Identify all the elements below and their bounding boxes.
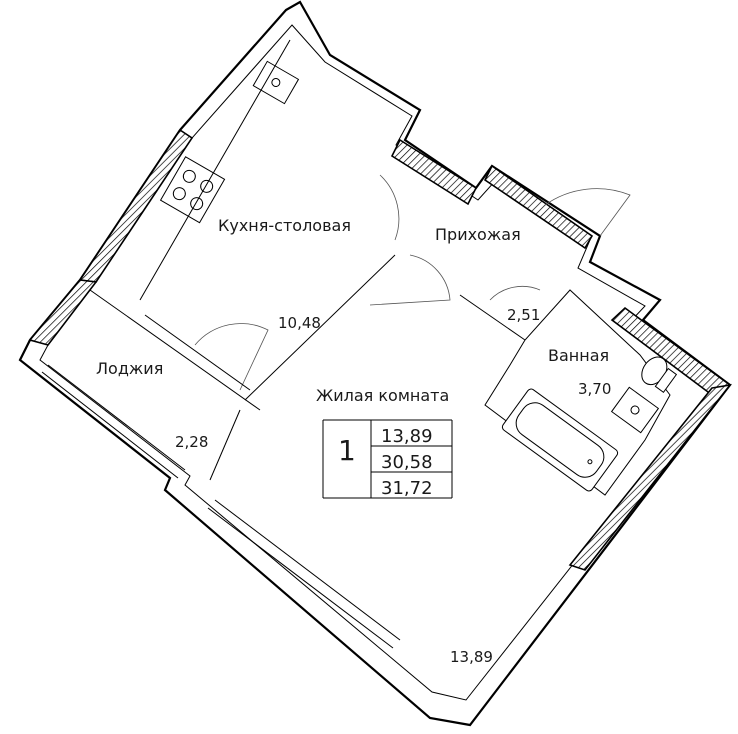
window-loggia-2	[41, 371, 179, 479]
total-with-loggia-value: 31,72	[381, 478, 433, 499]
living-area: 13,89	[450, 648, 493, 666]
door-living	[369, 254, 451, 306]
hall-label: Прихожая	[435, 225, 521, 244]
living-area-value: 13,89	[381, 426, 433, 447]
toilet-icon	[641, 356, 678, 393]
bathtub-icon	[501, 388, 619, 492]
bathroom-area: 3,70	[578, 380, 611, 398]
partition-living-loggia	[209, 409, 241, 481]
door-entrance	[544, 188, 631, 237]
total-area-value: 30,58	[381, 452, 433, 473]
kitchen-sink-icon	[252, 60, 300, 105]
doors	[194, 174, 631, 391]
area-summary-table: 1 13,89 30,58 31,72	[322, 419, 453, 499]
kitchen-counter	[139, 39, 291, 301]
door-loggia	[194, 323, 269, 391]
kitchen-label: Кухня-столовая	[218, 216, 351, 235]
living-label: Жилая комната	[316, 386, 449, 405]
partition-bath-hall	[459, 294, 526, 341]
bathroom-walls	[484, 289, 671, 496]
window-living-2	[207, 507, 394, 649]
partition-loggia	[89, 289, 261, 411]
stove-icon	[159, 156, 226, 224]
fixtures	[139, 39, 678, 492]
rooms-count: 1	[338, 434, 356, 467]
loggia-area: 2,28	[175, 433, 208, 451]
wall-hatch-right	[568, 383, 732, 571]
kitchen-area: 10,48	[278, 314, 321, 332]
window-kitchen	[144, 314, 251, 391]
wall-hatch-hall	[483, 164, 594, 250]
window-loggia	[47, 364, 186, 471]
partitions	[89, 254, 671, 496]
window-living	[214, 499, 401, 641]
hall-area: 2,51	[507, 306, 540, 324]
wall-hatch-loggia-left	[28, 279, 98, 346]
door-bathroom	[489, 286, 541, 301]
loggia-label: Лоджия	[96, 359, 163, 378]
wall-hatch-top	[390, 138, 478, 206]
bathroom-sink-icon	[610, 386, 660, 434]
windows	[41, 314, 401, 649]
door-kitchen-hall	[379, 174, 400, 241]
bathroom-label: Ванная	[548, 346, 609, 365]
partition-kitchen-living	[244, 254, 396, 401]
